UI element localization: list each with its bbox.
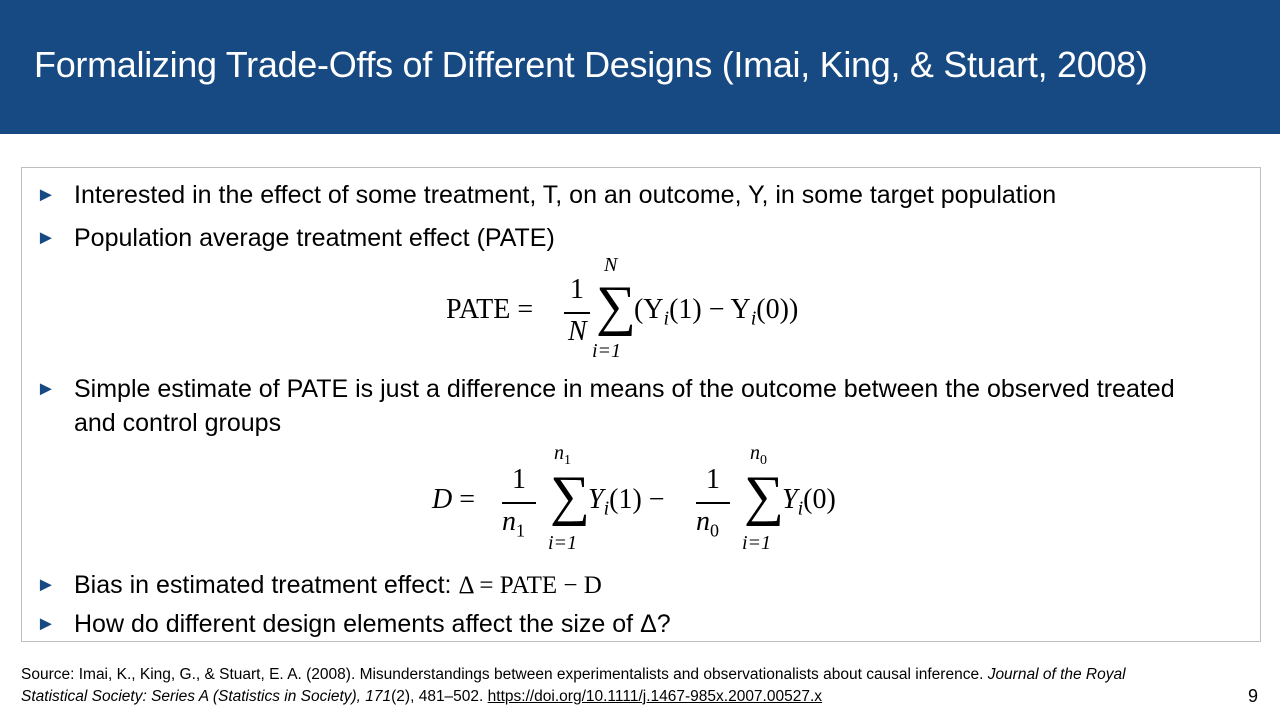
sum-upper-limit: n0 (750, 442, 767, 468)
doi-link[interactable]: https://doi.org/10.1111/j.1467-985x.2007… (487, 688, 823, 705)
sum-upper-limit: n1 (554, 442, 571, 468)
page-number: 9 (1248, 686, 1259, 706)
bullet-arrow-icon: ► (36, 574, 56, 596)
bullet-text: Bias in estimated treatment effect: Δ = … (74, 571, 602, 599)
bullet-item: ► Interested in the effect of some treat… (36, 178, 1056, 212)
bullet-item: ► How do different design elements affec… (36, 607, 671, 641)
bullet-item: ► Bias in estimated treatment effect: Δ … (36, 568, 602, 603)
source-citation: Source: Imai, K., King, G., & Stuart, E.… (21, 666, 1126, 705)
eq-lhs: D D == (432, 484, 476, 515)
bullet-arrow-icon: ► (36, 184, 56, 206)
eq-lhs: PATE = (446, 294, 534, 325)
sigma-icon: ∑ (550, 465, 590, 527)
sum-lower-limit: i=1 (548, 532, 578, 554)
bullet-text: Interested in the effect of some treatme… (74, 181, 1057, 209)
eq-term: Yi(1) − (588, 484, 665, 520)
content-box: ► Interested in the effect of some treat… (21, 167, 1261, 642)
bullet-arrow-icon: ► (36, 227, 56, 249)
bullet-text: Population average treatment effect (PAT… (74, 224, 555, 252)
difference-in-means-equation: D D == 1 n1 n1 ∑ i=1 Yi(1) − 1 n0 n0 ∑ i… (432, 442, 836, 554)
title-bar: Formalizing Trade-Offs of Different Desi… (0, 0, 1280, 134)
bullet-item: ► Population average treatment effect (P… (36, 221, 555, 255)
sum-upper-limit: N (604, 254, 618, 276)
bullet-item: ► Simple estimate of PATE is just a diff… (36, 372, 1216, 440)
bullet-arrow-icon: ► (36, 613, 56, 635)
eq-numerator: 1 (570, 274, 584, 305)
sum-lower-limit: i=1 (592, 340, 622, 362)
sigma-icon: ∑ (744, 465, 784, 527)
sum-lower-limit: i=1 (742, 532, 772, 554)
bias-formula: Δ = PATE − D (458, 572, 602, 599)
eq-term: Yi(0) (782, 484, 836, 520)
eq-summand: (Yi(1) − Yi(0)) (634, 294, 799, 330)
eq-denominator: N (568, 316, 587, 347)
bullet-arrow-icon: ► (36, 378, 56, 400)
bullet-text: Simple estimate of PATE is just a differ… (74, 375, 1175, 437)
slide-title: Formalizing Trade-Offs of Different Desi… (34, 44, 1148, 85)
pate-equation: PATE = 1 N N ∑ i=1 (Yi(1) − Yi(0)) (446, 254, 846, 364)
bullet-text: How do different design elements affect … (74, 610, 671, 638)
sigma-icon: ∑ (596, 275, 636, 337)
